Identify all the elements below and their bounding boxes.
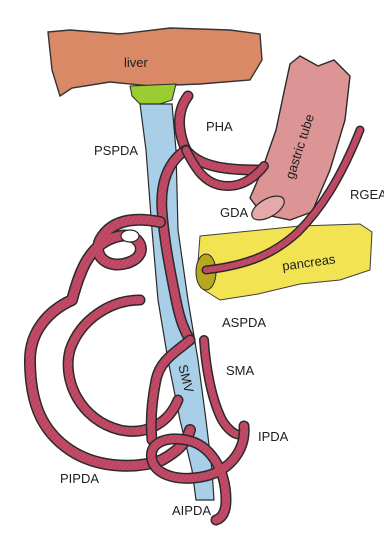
sma-label: SMA xyxy=(226,364,254,377)
pha-label: PHA xyxy=(206,120,233,133)
loop-ring xyxy=(121,230,139,242)
gallbladder-shape xyxy=(130,84,176,104)
ipda-label: IPDA xyxy=(258,430,288,443)
pspda-label: PSPDA xyxy=(94,144,138,157)
gda-label: GDA xyxy=(220,206,248,219)
aspda-label: ASPDA xyxy=(222,316,266,329)
rgea-label: RGEA xyxy=(350,188,384,201)
liver-label: liver xyxy=(124,56,148,69)
aipda-label: AIPDA xyxy=(172,504,211,517)
pipda-label: PIPDA xyxy=(60,472,99,485)
